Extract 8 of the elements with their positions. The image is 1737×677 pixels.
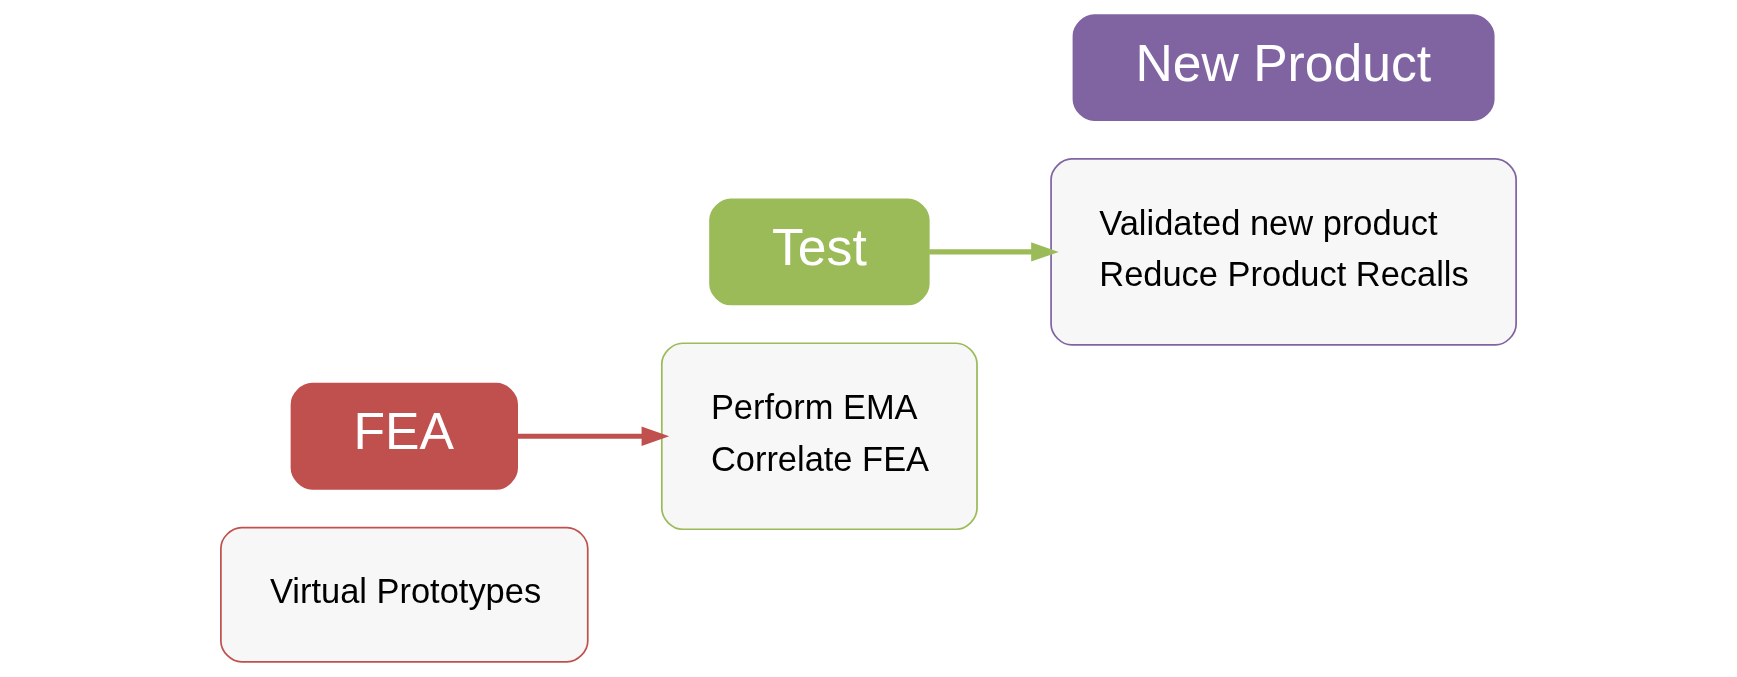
node-box: Validated new product Reduce Product Recalls: [1050, 158, 1517, 346]
node-box: New Product: [1072, 14, 1495, 122]
node-box: Virtual Prototypes: [220, 526, 589, 663]
node-box: Test: [709, 198, 930, 306]
node-box: Perform EMA Correlate FEA: [660, 342, 978, 531]
arrow: [929, 242, 1059, 262]
node-box: FEA: [290, 382, 518, 490]
arrow: [517, 426, 670, 446]
